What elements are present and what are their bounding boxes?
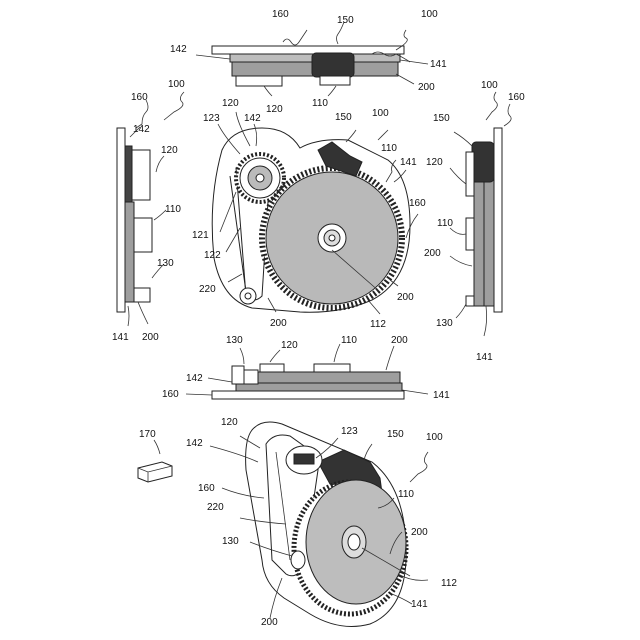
label-220-persp: 220 <box>207 502 224 513</box>
base-plate-160-right <box>494 128 502 312</box>
perspective-view: 170 120 142 123 150 100 160 110 220 200 … <box>138 417 457 628</box>
left-side-view: 160 100 142 120 110 130 141 200 <box>112 79 185 343</box>
base-plate-160-bottom <box>212 391 404 399</box>
label-120-front: 120 <box>222 98 239 109</box>
label-120: 120 <box>266 104 283 115</box>
layer-141-bottom <box>236 383 402 391</box>
label-120-right: 120 <box>426 157 443 168</box>
label-150: 150 <box>337 15 354 26</box>
label-130-left: 130 <box>157 258 174 269</box>
label-200-bottom: 200 <box>391 335 408 346</box>
motor-150-right <box>472 142 494 182</box>
label-120-left: 120 <box>161 145 178 156</box>
label-100: 100 <box>421 9 438 20</box>
block-170 <box>138 462 172 482</box>
label-112-persp: 112 <box>441 578 457 589</box>
label-141-front: 141 <box>400 157 417 168</box>
label-110-bottom: 110 <box>341 335 357 346</box>
top-view: 160 100 150 142 141 120 110 200 <box>170 9 447 115</box>
label-141-bottom: 141 <box>433 390 450 401</box>
label-160: 160 <box>272 9 289 20</box>
layer-141-left <box>125 202 134 302</box>
label-141-right: 141 <box>476 352 493 363</box>
label-120-bottom: 120 <box>281 340 298 351</box>
layer-141-right <box>484 176 494 306</box>
label-200-persp-b: 200 <box>261 617 278 628</box>
label-112-front: 112 <box>370 319 386 330</box>
label-100-left: 100 <box>168 79 185 90</box>
label-150-front: 150 <box>335 112 352 123</box>
label-110-left: 110 <box>165 204 181 215</box>
label-110: 110 <box>312 98 328 109</box>
label-200-right: 200 <box>424 248 441 259</box>
label-142: 142 <box>170 44 187 55</box>
motor-150 <box>312 53 354 77</box>
label-110-right: 110 <box>437 218 453 229</box>
block-110-bottom <box>314 364 350 372</box>
label-120-persp: 120 <box>221 417 238 428</box>
label-200-front-a: 200 <box>270 318 287 329</box>
label-200-front-b: 200 <box>397 292 414 303</box>
label-160-left: 160 <box>131 92 148 103</box>
label-123-persp: 123 <box>341 426 358 437</box>
label-200: 200 <box>418 82 435 93</box>
label-142-front: 142 <box>244 113 261 124</box>
block-120-bottom <box>260 364 284 372</box>
label-200-persp-a: 200 <box>411 527 428 538</box>
pulley-130-persp <box>291 551 305 569</box>
label-220-front: 220 <box>199 284 216 295</box>
small-gear-slot <box>294 454 314 464</box>
label-141-persp: 141 <box>411 599 428 610</box>
label-100-right: 100 <box>481 80 498 91</box>
label-110-front: 110 <box>381 143 397 154</box>
block-130b-bottom <box>244 370 258 384</box>
label-200-left: 200 <box>142 332 159 343</box>
label-142-left: 142 <box>133 124 150 135</box>
label-100-front: 100 <box>372 108 389 119</box>
label-130-persp: 130 <box>222 536 239 547</box>
small-gear-center <box>256 174 264 182</box>
base-plate-160-left <box>117 128 125 312</box>
block-120-left <box>132 150 150 200</box>
label-150-persp: 150 <box>387 429 404 440</box>
label-160-front: 160 <box>409 198 426 209</box>
label-141: 141 <box>430 59 447 70</box>
block-110-left <box>134 218 152 252</box>
block-110-right <box>466 218 474 250</box>
block-110 <box>320 76 350 85</box>
label-150-right: 150 <box>433 113 450 124</box>
right-side-view: 100 160 150 120 110 200 130 141 <box>424 80 525 363</box>
front-view: 120 142 150 100 123 110 141 160 121 122 … <box>192 98 426 330</box>
label-170-persp: 170 <box>139 429 156 440</box>
layer-142-left <box>125 146 132 202</box>
bottom-view: 130 120 110 200 142 160 141 <box>162 335 450 401</box>
label-122-front: 122 <box>204 250 221 261</box>
label-130-bottom: 130 <box>226 335 243 346</box>
label-160-persp: 160 <box>198 483 215 494</box>
label-123-front: 123 <box>203 113 220 124</box>
label-142-persp: 142 <box>186 438 203 449</box>
block-120-right <box>466 152 474 196</box>
layer-142-right <box>474 182 484 306</box>
label-100-persp: 100 <box>426 432 443 443</box>
label-110-persp: 110 <box>398 489 414 500</box>
label-121-front: 121 <box>192 230 209 241</box>
label-142-bottom: 142 <box>186 373 203 384</box>
block-130-left <box>134 288 150 302</box>
block-130-bottom <box>232 366 244 384</box>
label-141-left: 141 <box>112 332 129 343</box>
label-160-bottom: 160 <box>162 389 179 400</box>
label-160-right: 160 <box>508 92 525 103</box>
label-130-right: 130 <box>436 318 453 329</box>
block-130-right <box>466 296 474 306</box>
layer-142-bottom <box>258 372 400 383</box>
block-120 <box>236 76 282 86</box>
